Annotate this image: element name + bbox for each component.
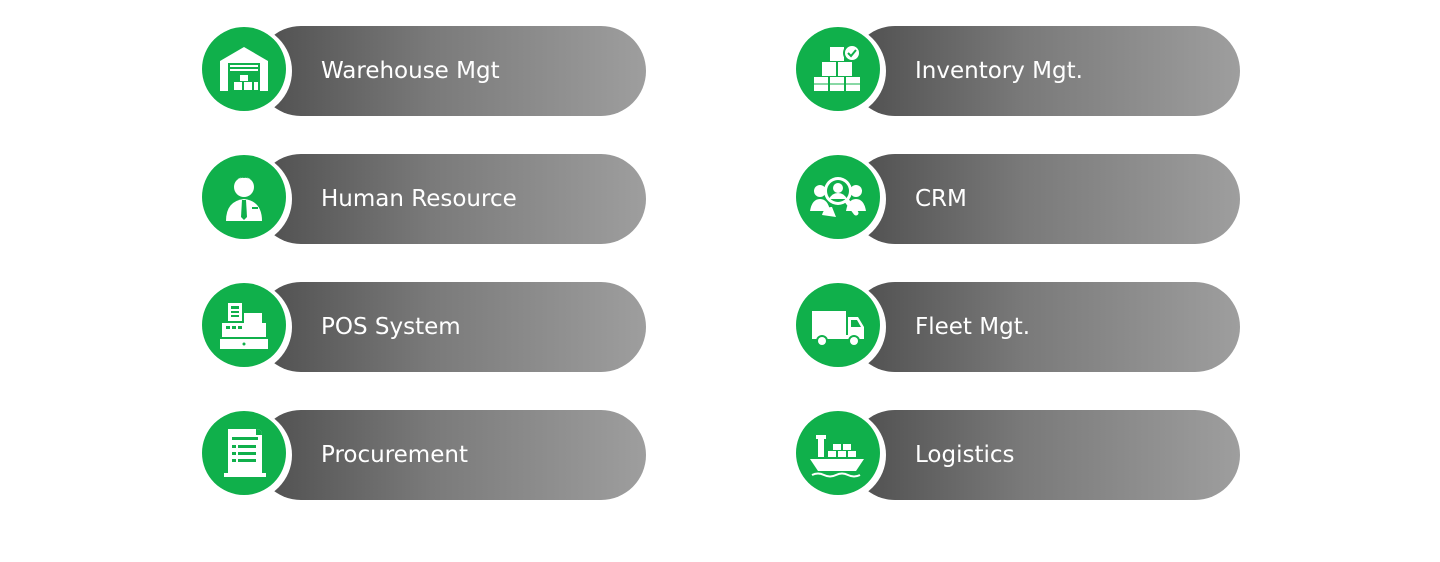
module-procurement[interactable]: Procurement: [200, 409, 646, 501]
cargo-ship-icon: [810, 435, 864, 478]
module-label: CRM: [915, 186, 967, 212]
module-label: Procurement: [321, 442, 468, 468]
icon-badge: [794, 281, 886, 373]
icon-badge: [200, 409, 292, 501]
icon-badge: [200, 153, 292, 245]
module-fleet-mgt[interactable]: Fleet Mgt.: [794, 281, 1240, 373]
warehouse-icon: [220, 47, 268, 91]
module-label: Human Resource: [321, 186, 517, 212]
employee-icon: [226, 177, 262, 221]
module-pos-system[interactable]: POS System: [200, 281, 646, 373]
module-label: Warehouse Mgt: [321, 58, 500, 84]
module-pill: [256, 282, 646, 372]
icon-badge: [794, 153, 886, 245]
module-label: POS System: [321, 314, 461, 340]
icon-badge: [200, 25, 292, 117]
module-inventory-mgt[interactable]: Inventory Mgt.: [794, 25, 1240, 117]
icon-badge: [200, 281, 292, 373]
module-crm[interactable]: CRM: [794, 153, 1240, 245]
module-pill: [850, 26, 1240, 116]
truck-icon: [812, 311, 864, 347]
module-label: Logistics: [915, 442, 1015, 468]
module-pill: [850, 410, 1240, 500]
module-human-resource[interactable]: Human Resource: [200, 153, 646, 245]
module-pill: [850, 282, 1240, 372]
inventory-boxes-icon: [814, 44, 861, 91]
icon-badge: [794, 409, 886, 501]
module-pill: [256, 410, 646, 500]
purchase-receipt-icon: [224, 429, 266, 477]
icon-badge: [794, 25, 886, 117]
module-pill: [256, 154, 646, 244]
module-logistics[interactable]: Logistics: [794, 409, 1240, 501]
module-warehouse-mgt[interactable]: Warehouse Mgt: [200, 25, 646, 117]
customer-search-icon: [810, 177, 866, 217]
module-pill: [256, 26, 646, 116]
module-label: Inventory Mgt.: [915, 58, 1083, 84]
module-pill: [850, 154, 1240, 244]
module-label: Fleet Mgt.: [915, 314, 1031, 340]
cash-register-icon: [220, 303, 268, 349]
